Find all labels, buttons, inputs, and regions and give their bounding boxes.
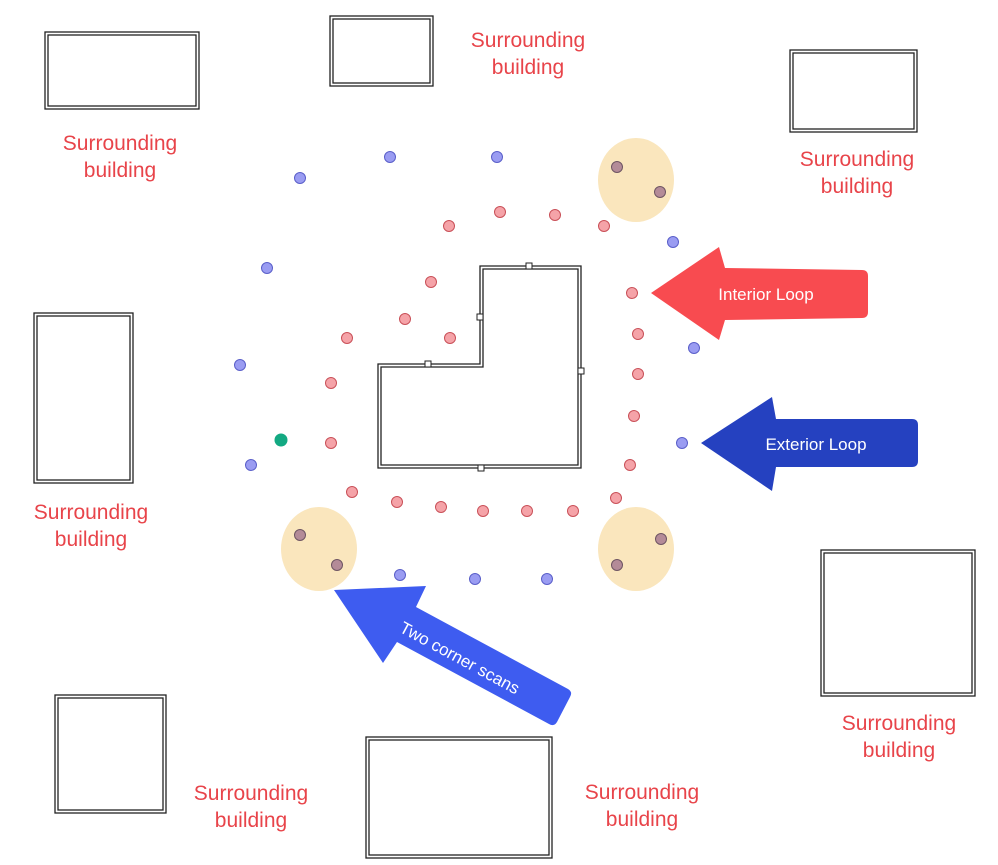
building-label-line: building bbox=[606, 808, 678, 831]
building-label-bottom-center: Surrounding building bbox=[585, 781, 699, 831]
building-label-line: building bbox=[821, 175, 893, 198]
interior-scan-marker bbox=[632, 328, 644, 340]
building-label-left: Surrounding building bbox=[34, 501, 148, 551]
interior-scan-marker bbox=[521, 505, 533, 517]
interior-scan-marker bbox=[549, 209, 561, 221]
building-label-right: Surrounding building bbox=[842, 712, 956, 762]
exterior-scan-marker bbox=[541, 573, 553, 585]
interior-scan-marker bbox=[610, 492, 622, 504]
interior-scan-marker bbox=[346, 486, 358, 498]
corner-scan-marker bbox=[611, 161, 623, 173]
interior-scan-marker bbox=[624, 459, 636, 471]
building-label-line: building bbox=[492, 56, 564, 79]
interior-loop-arrow-shape bbox=[651, 247, 868, 340]
building-label-line: building bbox=[84, 159, 156, 182]
wall-notch bbox=[525, 262, 533, 270]
exterior-scan-marker bbox=[688, 342, 700, 354]
interior-scan-marker bbox=[399, 313, 411, 325]
interior-scan-marker bbox=[443, 220, 455, 232]
interior-scan-marker bbox=[626, 287, 638, 299]
wall-notch bbox=[477, 464, 485, 472]
building-label-top-center: Surrounding building bbox=[471, 29, 585, 79]
surrounding-building-top-center bbox=[329, 15, 434, 87]
wall-notch bbox=[424, 360, 432, 368]
wall-notch bbox=[577, 367, 585, 375]
building-label-line: Surrounding bbox=[63, 132, 177, 155]
corner-scans-arrow-shape bbox=[334, 586, 572, 726]
corner-zone-bottom-right bbox=[598, 507, 674, 591]
interior-scan-marker bbox=[435, 501, 447, 513]
corner-scans-arrow: Two corner scans bbox=[334, 586, 572, 726]
interior-loop-markers bbox=[325, 206, 644, 517]
building-label-line: Surrounding bbox=[471, 29, 585, 52]
building-label-line: building bbox=[215, 809, 287, 832]
surrounding-building-bottom-left bbox=[54, 694, 167, 814]
interior-scan-marker bbox=[425, 276, 437, 288]
interior-loop-label: Interior Loop bbox=[718, 285, 813, 304]
corner-scan-markers bbox=[294, 161, 667, 571]
interior-scan-marker bbox=[632, 368, 644, 380]
exterior-loop-arrow: Exterior Loop bbox=[701, 397, 918, 491]
exterior-scan-marker bbox=[384, 151, 396, 163]
interior-scan-marker bbox=[391, 496, 403, 508]
exterior-scan-marker bbox=[294, 172, 306, 184]
exterior-scan-marker bbox=[676, 437, 688, 449]
corner-scan-marker bbox=[331, 559, 343, 571]
surrounding-building-top-right bbox=[789, 49, 918, 133]
interior-scan-marker bbox=[567, 505, 579, 517]
interior-scan-marker bbox=[628, 410, 640, 422]
corner-scan-marker bbox=[654, 186, 666, 198]
building-label-line: Surrounding bbox=[34, 501, 148, 524]
building-label-top-right: Surrounding building bbox=[800, 148, 914, 198]
interior-loop-arrow: Interior Loop bbox=[651, 247, 868, 340]
building-label-line: building bbox=[55, 528, 127, 551]
building-label-bottom-left: Surrounding building bbox=[194, 782, 308, 832]
start-position-marker bbox=[274, 433, 288, 447]
exterior-scan-marker bbox=[667, 236, 679, 248]
interior-scan-marker bbox=[598, 220, 610, 232]
exterior-scan-marker bbox=[469, 573, 481, 585]
surrounding-building-bottom-center bbox=[365, 736, 553, 859]
exterior-loop-markers bbox=[234, 151, 700, 585]
central-building bbox=[377, 262, 585, 472]
exterior-scan-marker bbox=[261, 262, 273, 274]
surrounding-building-right bbox=[820, 549, 976, 697]
building-label-line: building bbox=[863, 739, 935, 762]
building-label-line: Surrounding bbox=[194, 782, 308, 805]
corner-scan-marker bbox=[655, 533, 667, 545]
interior-scan-marker bbox=[444, 332, 456, 344]
interior-scan-marker bbox=[477, 505, 489, 517]
building-label-line: Surrounding bbox=[585, 781, 699, 804]
exterior-scan-marker bbox=[234, 359, 246, 371]
corner-scan-marker bbox=[611, 559, 623, 571]
building-label-top-left: Surrounding building bbox=[63, 132, 177, 182]
interior-scan-marker bbox=[341, 332, 353, 344]
building-label-line: Surrounding bbox=[800, 148, 914, 171]
exterior-loop-arrow-shape bbox=[701, 397, 918, 491]
interior-scan-marker bbox=[494, 206, 506, 218]
exterior-scan-marker bbox=[394, 569, 406, 581]
exterior-scan-marker bbox=[491, 151, 503, 163]
exterior-scan-marker bbox=[245, 459, 257, 471]
building-label-line: Surrounding bbox=[842, 712, 956, 735]
surrounding-building-top-left bbox=[44, 31, 200, 110]
corner-zone-bottom-left bbox=[281, 507, 357, 591]
exterior-loop-label: Exterior Loop bbox=[765, 435, 866, 454]
interior-scan-marker bbox=[325, 437, 337, 449]
surrounding-building-left bbox=[33, 312, 134, 484]
corner-scan-marker bbox=[294, 529, 306, 541]
interior-scan-marker bbox=[325, 377, 337, 389]
corner-zone-top-right bbox=[598, 138, 674, 222]
wall-notch bbox=[476, 313, 484, 321]
